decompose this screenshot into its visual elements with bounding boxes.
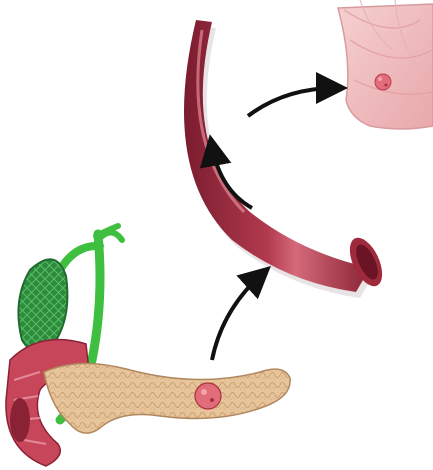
liver-tissue-icon (338, 0, 433, 129)
metastasis-icon (375, 74, 391, 90)
pancreatic-tumor-icon (195, 383, 221, 409)
gallbladder-icon (18, 259, 67, 351)
pancreas-icon (44, 363, 290, 433)
